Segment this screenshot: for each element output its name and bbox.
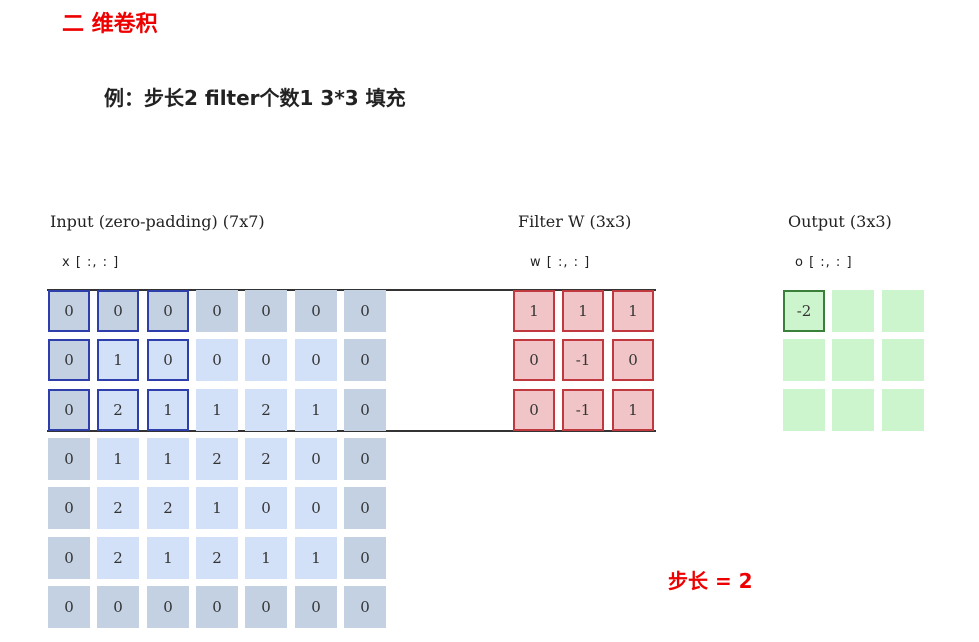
input-cell: 0 xyxy=(295,438,337,480)
input-cell: 0 xyxy=(97,290,139,332)
filter-sublabel: w [ :, : ] xyxy=(530,255,591,270)
output-cell xyxy=(882,389,924,431)
output-cell xyxy=(882,339,924,381)
input-cell: 0 xyxy=(245,339,287,381)
output-cell xyxy=(783,339,825,381)
input-cell: 0 xyxy=(147,339,189,381)
input-cell: 0 xyxy=(48,438,90,480)
filter-cell: -1 xyxy=(562,389,604,431)
slide-title: 二 维卷积 xyxy=(62,12,158,37)
filter-cell: 0 xyxy=(513,389,555,431)
input-cell: 1 xyxy=(97,339,139,381)
filter-cell: 1 xyxy=(562,290,604,332)
input-cell: 0 xyxy=(344,290,386,332)
filter-cell: 1 xyxy=(513,290,555,332)
input-cell: 0 xyxy=(196,290,238,332)
input-cell: 0 xyxy=(147,586,189,628)
input-cell: 0 xyxy=(48,339,90,381)
filter-label: Filter W (3x3) xyxy=(518,212,632,231)
input-cell: 0 xyxy=(344,438,386,480)
input-cell: 2 xyxy=(196,537,238,579)
input-cell: 0 xyxy=(344,339,386,381)
input-cell: 0 xyxy=(147,290,189,332)
input-cell: 0 xyxy=(48,487,90,529)
input-sublabel: x [ :, : ] xyxy=(62,255,120,270)
input-cell: 2 xyxy=(97,537,139,579)
input-cell: 0 xyxy=(344,537,386,579)
input-cell: 0 xyxy=(344,389,386,431)
input-cell: 0 xyxy=(344,487,386,529)
input-cell: 2 xyxy=(147,487,189,529)
input-cell: 0 xyxy=(344,586,386,628)
input-cell: 2 xyxy=(97,487,139,529)
output-cell xyxy=(832,290,874,332)
input-cell: 0 xyxy=(245,487,287,529)
output-sublabel: o [ :, : ] xyxy=(795,255,853,270)
input-label: Input (zero-padding) (7x7) xyxy=(50,212,265,231)
filter-cell: 0 xyxy=(612,339,654,381)
stride-label: 步长 = 2 xyxy=(668,569,753,593)
filter-cell: 1 xyxy=(612,389,654,431)
input-cell: 0 xyxy=(48,586,90,628)
input-cell: 0 xyxy=(48,537,90,579)
input-cell: 1 xyxy=(295,389,337,431)
input-cell: 0 xyxy=(196,339,238,381)
filter-cell: 1 xyxy=(612,290,654,332)
output-cell xyxy=(832,339,874,381)
input-cell: 0 xyxy=(245,586,287,628)
input-cell: 0 xyxy=(97,586,139,628)
input-cell: 0 xyxy=(295,586,337,628)
input-cell: 0 xyxy=(295,339,337,381)
output-cell xyxy=(882,290,924,332)
filter-cell: 0 xyxy=(513,339,555,381)
input-cell: 0 xyxy=(295,290,337,332)
input-cell: 0 xyxy=(196,586,238,628)
output-label: Output (3x3) xyxy=(788,212,892,231)
input-cell: 1 xyxy=(147,438,189,480)
input-cell: 1 xyxy=(196,487,238,529)
input-cell: 0 xyxy=(48,389,90,431)
input-cell: 1 xyxy=(147,537,189,579)
input-cell: 2 xyxy=(196,438,238,480)
output-cell xyxy=(832,389,874,431)
input-cell: 1 xyxy=(245,537,287,579)
filter-cell: -1 xyxy=(562,339,604,381)
input-cell: 1 xyxy=(295,537,337,579)
input-cell: 2 xyxy=(245,438,287,480)
input-cell: 2 xyxy=(245,389,287,431)
input-cell: 1 xyxy=(196,389,238,431)
output-cell xyxy=(783,389,825,431)
input-cell: 1 xyxy=(147,389,189,431)
input-cell: 2 xyxy=(97,389,139,431)
input-cell: 0 xyxy=(48,290,90,332)
input-cell: 0 xyxy=(295,487,337,529)
input-cell: 0 xyxy=(245,290,287,332)
example-caption: 例：步长2 filter个数1 3*3 填充 xyxy=(104,86,406,110)
output-cell: -2 xyxy=(783,290,825,332)
input-cell: 1 xyxy=(97,438,139,480)
